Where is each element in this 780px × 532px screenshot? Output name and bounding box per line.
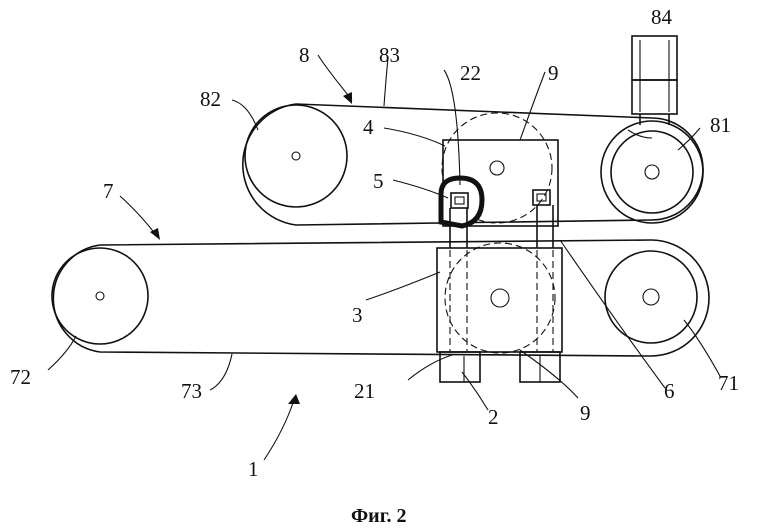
leg-21-left <box>440 352 480 382</box>
lower-roller-9 <box>445 243 555 353</box>
lower-belt-73 <box>53 240 709 356</box>
bolt-right <box>533 190 550 205</box>
label-71: 71 <box>718 371 739 395</box>
label-5: 5 <box>373 169 384 193</box>
label-22: 22 <box>460 61 481 85</box>
label-82: 82 <box>200 87 221 111</box>
pulley-71 <box>605 251 697 343</box>
pulley-82-axle <box>292 152 300 160</box>
label-3: 3 <box>352 303 363 327</box>
pulley-81 <box>611 131 693 213</box>
label-73: 73 <box>181 379 202 403</box>
label-9-bottom: 9 <box>580 401 591 425</box>
pulley-71-axle <box>643 289 659 305</box>
pulley-82 <box>245 105 347 207</box>
label-8: 8 <box>299 43 310 67</box>
lower-conveyor-7 <box>52 240 709 356</box>
label-7: 7 <box>103 179 114 203</box>
pulley-81-axle <box>645 165 659 179</box>
lower-roller-axle <box>491 289 509 307</box>
pulley-81-rim <box>601 121 703 223</box>
label-72: 72 <box>10 365 31 389</box>
label-4: 4 <box>363 115 374 139</box>
label-81: 81 <box>710 113 731 137</box>
pulley-72-axle <box>96 292 104 300</box>
motor-84 <box>632 36 677 125</box>
pulley-72 <box>52 248 148 344</box>
label-21: 21 <box>354 379 375 403</box>
label-2: 2 <box>488 405 499 429</box>
label-9-top: 9 <box>548 61 559 85</box>
label-1: 1 <box>248 457 259 481</box>
leader-lines <box>48 55 720 460</box>
label-84: 84 <box>651 5 673 29</box>
label-83: 83 <box>379 43 400 67</box>
guide-5 <box>441 178 482 226</box>
upper-roller-axle <box>490 161 504 175</box>
label-6: 6 <box>664 379 675 403</box>
upper-clamp-block-4 <box>441 113 558 226</box>
figure-caption: Фиг. 2 <box>351 505 407 527</box>
